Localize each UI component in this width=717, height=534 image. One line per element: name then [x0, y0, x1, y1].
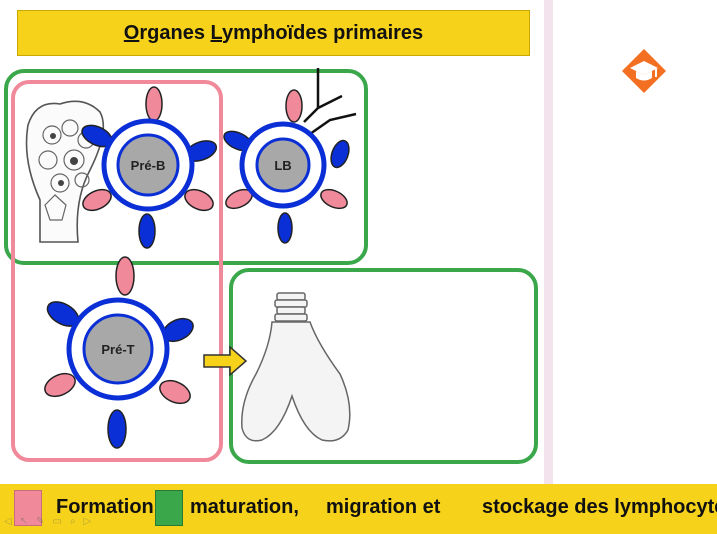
right-arrow-icon: [203, 345, 248, 377]
pre-b-label: Pré-B: [131, 158, 166, 173]
legend-stockage: stockage des lymphocytes: [482, 496, 717, 518]
slide-edge-divider: [544, 0, 553, 534]
graduation-cap-logo-icon: [622, 49, 666, 93]
pre-b-lymphocyte: Pré-B: [81, 86, 218, 249]
bone-marrow-sketch-icon: [25, 100, 105, 243]
slides-icon[interactable]: ▭: [52, 516, 62, 527]
slide: [0, 0, 553, 534]
pre-t-label: Pré-T: [101, 342, 134, 357]
zoom-icon[interactable]: ⌕: [69, 516, 76, 527]
title-part-1: rganes: [139, 21, 211, 44]
pre-t-lymphocyte: Pré-T: [44, 256, 194, 449]
legend-maturation: maturation,: [190, 496, 299, 518]
lb-label: LB: [274, 158, 291, 173]
next-icon[interactable]: ▷: [83, 516, 92, 527]
title-initial-l: L: [210, 21, 222, 44]
legend-bar: [0, 484, 717, 534]
pointer-icon[interactable]: ↖: [19, 516, 29, 527]
legend-green-swatch: [155, 490, 183, 526]
thymus-sketch-icon: [241, 292, 351, 442]
legend-migration: migration et: [326, 496, 441, 518]
title-initial-o: O: [123, 21, 140, 44]
formation-pink-frame: [11, 80, 223, 462]
b-lymphocyte: LB: [223, 68, 357, 244]
slide-title: Organes Lymphoïdes primaires: [17, 10, 530, 56]
legend-pink-swatch: [14, 490, 42, 526]
previous-icon[interactable]: ◁: [4, 516, 12, 527]
title-part-2: ymphoïdes primaires: [222, 21, 424, 44]
pen-icon[interactable]: ✎: [36, 516, 45, 527]
presentation-toolbar: ◁ ↖ ✎ ▭ ⌕ ▷: [4, 516, 154, 530]
bone-marrow-green-frame: [4, 69, 368, 265]
antigen-receptor-icon: [303, 68, 357, 136]
legend-formation: Formation,: [56, 496, 160, 518]
